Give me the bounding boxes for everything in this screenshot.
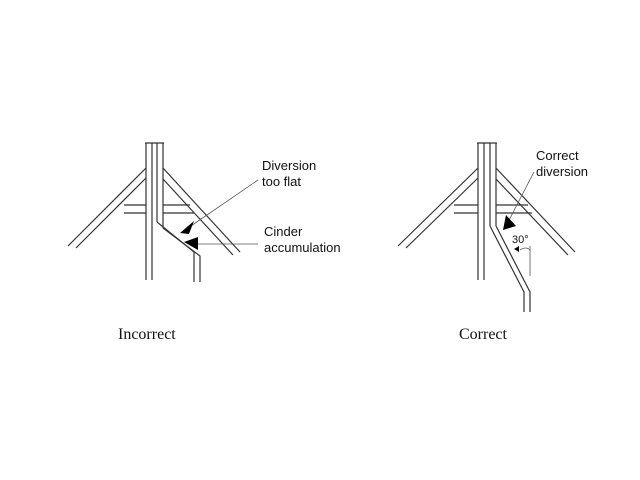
arrow-cinder-accumulation [184, 237, 198, 250]
callout-diversion-too-flat-line2: too flat [262, 174, 301, 189]
correct-roof-truss [397, 167, 576, 256]
callout-diversion-too-flat-line1: Diversion [262, 158, 316, 173]
correct-flue-pipe [477, 142, 497, 280]
incorrect-caption: Incorrect [118, 326, 176, 343]
callout-correct-diversion-line1: Correct [536, 148, 579, 163]
arrow-correct-diversion [503, 215, 516, 230]
arrow-diversion-too-flat [180, 221, 194, 234]
leader-correct-diversion [505, 171, 535, 227]
angle-arrow-tip [514, 246, 519, 252]
angle-arc [519, 247, 531, 251]
callout-cinder-accumulation-line1: Cinder [264, 224, 303, 239]
incorrect-diversion-offset [156, 221, 201, 282]
incorrect-flue-pipe [145, 142, 164, 280]
correct-caption: Correct [459, 326, 508, 343]
angle-label: 30° [512, 234, 529, 246]
leader-diversion-too-flat [187, 179, 259, 229]
correct-illustration: Correct diversion 30° Correct [397, 142, 588, 343]
callout-correct-diversion-line2: diversion [536, 164, 588, 179]
incorrect-illustration: Diversion too flat Cinder accumulation I… [67, 142, 341, 343]
correct-diversion-offset [489, 225, 531, 312]
incorrect-roof-truss [67, 167, 241, 256]
callout-cinder-accumulation-line2: accumulation [264, 240, 341, 255]
